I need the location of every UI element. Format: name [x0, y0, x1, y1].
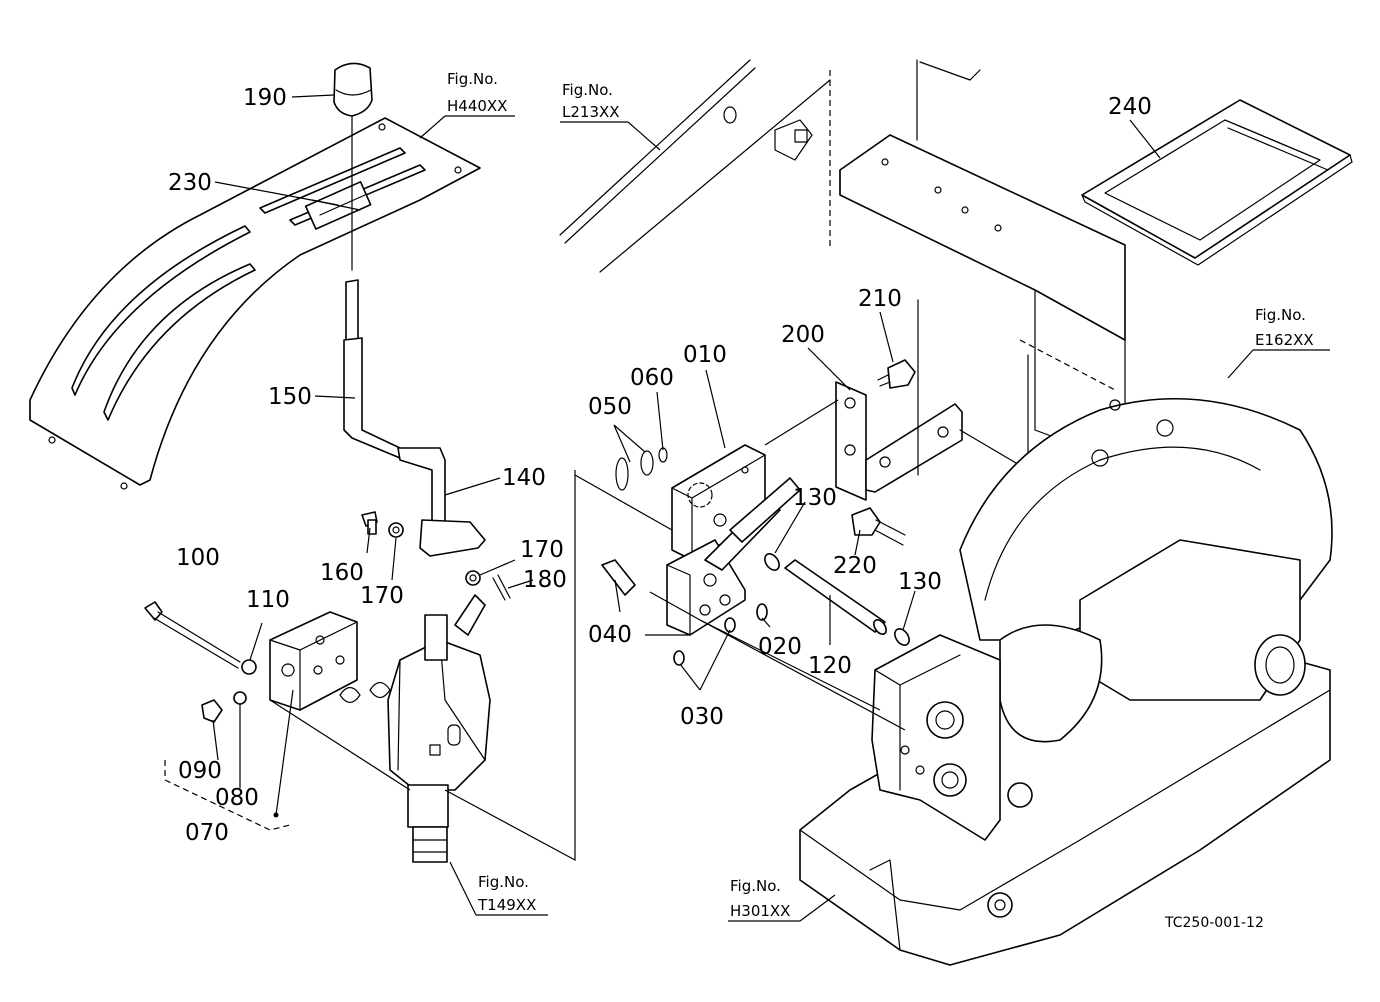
- callout-120: 120: [808, 653, 852, 679]
- callout-140: 140: [502, 465, 546, 491]
- fig-ref-t149-line2: T149XX: [477, 896, 536, 914]
- fig-ref-l213-line2: L213XX: [562, 103, 620, 121]
- callout-220: 220: [833, 553, 877, 579]
- callout-150: 150: [268, 384, 312, 410]
- callout-030: 030: [680, 704, 724, 730]
- bracket-200: [835, 359, 963, 546]
- fig-ref-t149-line1: Fig.No.: [478, 873, 529, 891]
- callout-170-b: 170: [520, 537, 564, 563]
- frame-outline: [559, 59, 1126, 476]
- callout-130-a: 130: [793, 485, 837, 511]
- pipe-120: [673, 553, 910, 666]
- fig-ref-h301-line2: H301XX: [730, 902, 790, 920]
- callout-020: 020: [758, 634, 802, 660]
- callout-240: 240: [1108, 94, 1152, 120]
- fig-ref-h440-line1: Fig.No.: [447, 70, 498, 88]
- callout-090: 090: [178, 758, 222, 784]
- adapter-block-070: [144, 601, 358, 831]
- lever-pin-parts: [361, 511, 511, 601]
- callout-labels: 190 230 150 140 160 170 170 180 100 110 …: [168, 85, 1152, 846]
- callout-060: 060: [630, 365, 674, 391]
- callout-010: 010: [683, 342, 727, 368]
- shift-lever: [343, 279, 486, 557]
- callout-210: 210: [858, 286, 902, 312]
- callout-070: 070: [185, 820, 229, 846]
- bracket-010: [601, 444, 801, 636]
- callout-160: 160: [320, 560, 364, 586]
- manual-book-240: [1081, 99, 1353, 266]
- fig-ref-e162-line1: Fig.No.: [1255, 306, 1306, 324]
- callout-180: 180: [523, 567, 567, 593]
- callout-130-b: 130: [898, 569, 942, 595]
- callout-200: 200: [781, 322, 825, 348]
- knob-190: [333, 62, 373, 271]
- drawing-code: TC250-001-12: [1164, 915, 1264, 931]
- lever-guide-plate: [29, 117, 481, 490]
- callout-230: 230: [168, 170, 212, 196]
- fig-ref-h301-line1: Fig.No.: [730, 877, 781, 895]
- callout-110: 110: [246, 587, 290, 613]
- callout-100: 100: [176, 545, 220, 571]
- callout-170-a: 170: [360, 583, 404, 609]
- fig-ref-e162-line2: E162XX: [1255, 331, 1314, 349]
- fig-ref-l213-line1: Fig.No.: [562, 81, 613, 99]
- callout-190: 190: [243, 85, 287, 111]
- fig-ref-h440-line2: H440XX: [447, 97, 507, 115]
- callout-040: 040: [588, 622, 632, 648]
- callout-050: 050: [588, 394, 632, 420]
- callout-080: 080: [215, 785, 259, 811]
- control-valve: [339, 594, 491, 863]
- hydraulic-housing: [799, 398, 1333, 966]
- leader-lines: [212, 94, 1330, 922]
- figure-references: Fig.No. H440XX Fig.No. L213XX Fig.No. E1…: [447, 70, 1314, 920]
